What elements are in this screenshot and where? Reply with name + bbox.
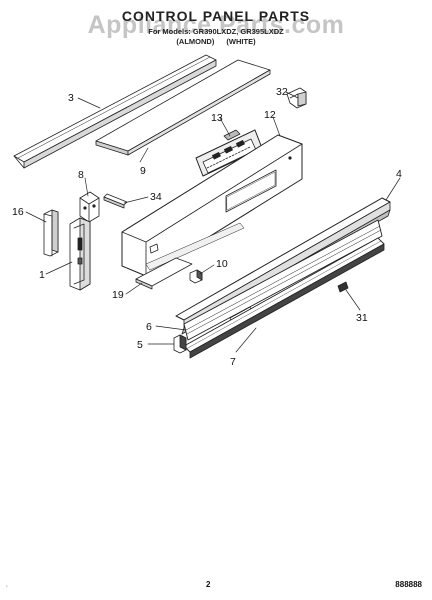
document-code: 888888: [395, 580, 422, 589]
callout-34: 34: [150, 191, 162, 203]
callout-6: 6: [146, 321, 152, 333]
callout-1: 1: [39, 269, 45, 281]
page-title: CONTROL PANEL PARTS: [121, 8, 311, 24]
callout-31: 32: [276, 86, 288, 98]
callout-4: 4: [396, 168, 402, 180]
part-9-top-strip: [95, 59, 271, 156]
color-variants: (ALMOND) (WHITE): [176, 37, 256, 46]
part-31-clip: [286, 87, 307, 109]
callout-9: 9: [140, 165, 146, 177]
callout-5: 5: [137, 339, 143, 351]
model-list: For Models: GR390LXDZ, GR395LXDZ: [148, 27, 284, 36]
part-1-end-cap: [69, 217, 91, 291]
callout-7: 7: [230, 356, 236, 368]
callout-labels: 3 9 32 12 13 8 34 16 1 19 10 4 31 6 5 7: [12, 86, 402, 368]
part-12-control-panel: [121, 134, 303, 277]
watermark: Appliance Parts.com: [87, 11, 345, 39]
part-7-lower-rail: [183, 237, 385, 359]
part-10-clip: [189, 269, 203, 284]
callout-32: 31: [356, 312, 368, 324]
callout-12: 12: [264, 109, 276, 121]
part-34-strip: [103, 193, 128, 209]
callout-10: 10: [216, 258, 228, 270]
callout-19: 19: [112, 289, 124, 301]
part-5-end-cap: [173, 334, 187, 354]
callout-13: 13: [211, 112, 223, 124]
part-16-side-bracket: [43, 209, 59, 257]
part-19-bottom-plate: [135, 257, 193, 290]
part-8-bracket: [79, 191, 100, 223]
callout-8: 8: [78, 169, 84, 181]
corner-mark: ∙: [6, 583, 8, 590]
callout-16: 16: [12, 206, 24, 218]
callout-3: 3: [68, 92, 74, 104]
leader-lines: [25, 91, 401, 353]
part-3-trim-strip: [13, 54, 217, 169]
page-number: 2: [206, 580, 211, 589]
